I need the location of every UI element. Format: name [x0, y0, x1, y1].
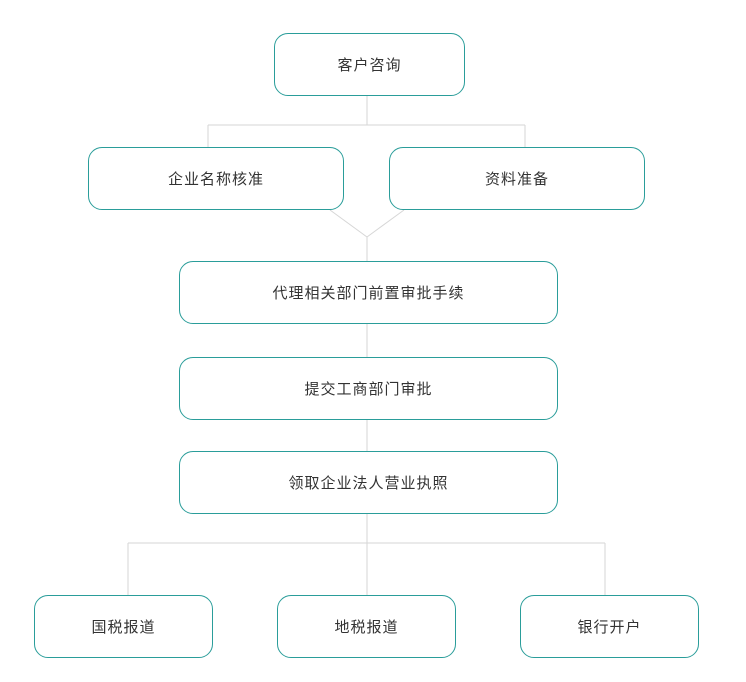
- node-document-preparation: 资料准备: [389, 147, 645, 210]
- node-national-tax: 国税报道: [34, 595, 213, 658]
- node-label: 领取企业法人营业执照: [288, 474, 449, 492]
- node-pre-approval: 代理相关部门前置审批手续: [179, 261, 558, 324]
- connector-merge-left: [329, 209, 368, 238]
- node-label: 代理相关部门前置审批手续: [272, 284, 465, 302]
- connector-merge-right: [366, 209, 405, 238]
- node-label: 企业名称核准: [167, 170, 264, 188]
- node-business-license: 领取企业法人营业执照: [179, 451, 558, 514]
- node-label: 资料准备: [484, 170, 549, 188]
- node-name-approval: 企业名称核准: [88, 147, 344, 210]
- node-label: 银行开户: [577, 618, 642, 636]
- node-bank-account: 银行开户: [520, 595, 699, 658]
- node-label: 国税报道: [91, 618, 156, 636]
- node-label: 地税报道: [334, 618, 399, 636]
- node-customer-consultation: 客户咨询: [274, 33, 465, 96]
- node-local-tax: 地税报道: [277, 595, 456, 658]
- node-label: 客户咨询: [337, 56, 402, 74]
- node-submit-approval: 提交工商部门审批: [179, 357, 558, 420]
- node-label: 提交工商部门审批: [304, 380, 433, 398]
